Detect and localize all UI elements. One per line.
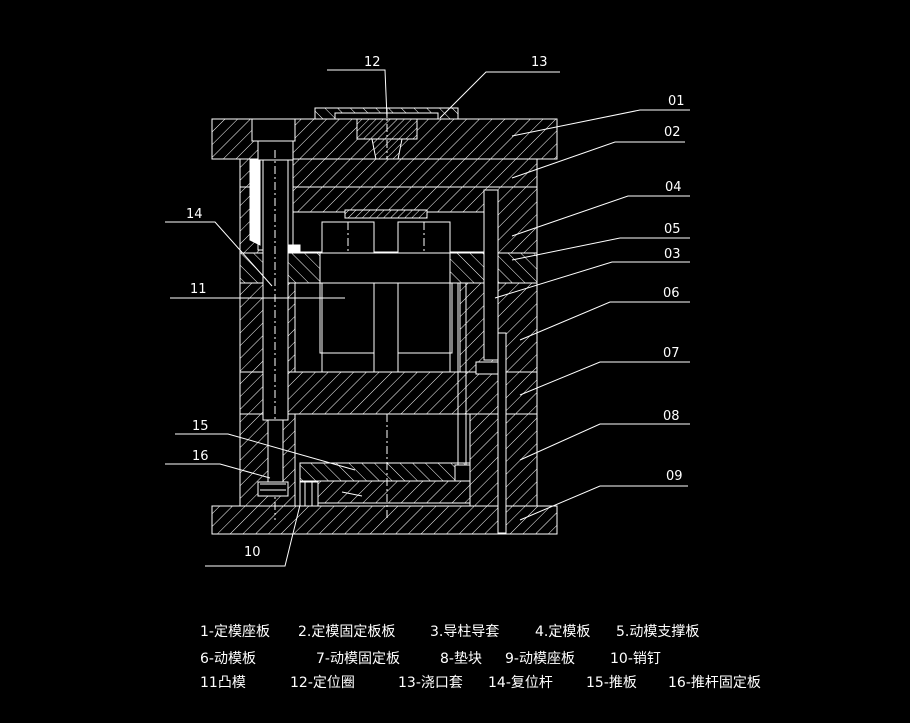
- dowel-pin: [299, 481, 319, 507]
- mold-body: [211, 107, 558, 535]
- cavity-runner: [344, 209, 428, 219]
- callout-15: 15: [192, 419, 209, 434]
- leader-lines: [165, 69, 690, 567]
- ejector-retainer-plate: [299, 462, 471, 482]
- callout-04: 04: [665, 180, 682, 195]
- callout-01: 01: [668, 94, 685, 109]
- legend-item-4: 4.定模板: [535, 624, 591, 640]
- callout-09: 09: [666, 469, 683, 484]
- legend-item-8: 8-垫块: [440, 651, 482, 667]
- legend-item-14: 14-复位杆: [488, 675, 553, 691]
- callout-07: 07: [663, 346, 680, 361]
- callout-08: 08: [663, 409, 680, 424]
- legend-item-7: 7-动模固定板: [316, 651, 400, 667]
- callout-13: 13: [531, 55, 548, 70]
- legend-item-16: 16-推杆固定板: [668, 675, 761, 691]
- callout-11: 11: [190, 282, 207, 297]
- ejector-plate: [299, 480, 471, 504]
- legend-item-5: 5.动模支撑板: [616, 624, 700, 640]
- callout-02: 02: [664, 125, 681, 140]
- legend-item-1: 1-定模座板: [200, 624, 270, 640]
- callout-10: 10: [244, 545, 261, 560]
- moving-fixing-plate: [239, 371, 538, 415]
- legend-item-9: 9-动模座板: [505, 651, 575, 667]
- legend-item-10: 10-销钉: [610, 651, 661, 667]
- callout-05: 05: [664, 222, 681, 237]
- reset-rod: [267, 419, 284, 485]
- callout-12: 12: [364, 55, 381, 70]
- callout-06: 06: [663, 286, 680, 301]
- callout-labels: 12 13 01 02 04 05 03 06 07 08 09 10 11 1…: [186, 55, 685, 560]
- callout-16: 16: [192, 449, 209, 464]
- legend-item-6: 6-动模板: [200, 651, 256, 667]
- legend-item-15: 15-推板: [586, 675, 637, 691]
- legend-item-3: 3.导柱导套: [430, 624, 500, 640]
- legend-item-13: 13-浇口套: [398, 675, 463, 691]
- callout-03: 03: [664, 247, 681, 262]
- legend-item-2: 2.定模固定板板: [298, 624, 396, 640]
- callout-14: 14: [186, 207, 203, 222]
- legend-item-12: 12-定位圈: [290, 675, 355, 691]
- legend-item-11: 11凸模: [200, 675, 246, 691]
